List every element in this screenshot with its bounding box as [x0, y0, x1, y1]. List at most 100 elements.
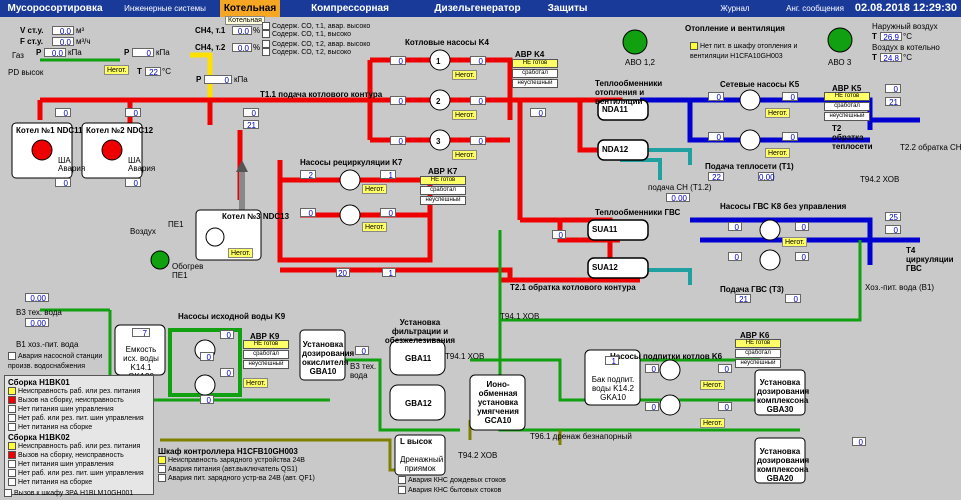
outdoor-unit: °C [903, 32, 912, 41]
k5-2-p: 0 [708, 132, 724, 142]
v-label: V ст.у. [20, 26, 44, 35]
f-unit: м³/ч [76, 37, 91, 46]
k4-pump3-pout: 0 [470, 136, 486, 146]
oxidizer-label: Установка дозирования окислителя GBA10 [302, 340, 355, 376]
k4-pump2-icon[interactable]: 2 [436, 97, 441, 106]
boiler1-alarm: Авария [58, 164, 86, 173]
heat-supply-t: 22 [708, 172, 724, 182]
h1bk01-item-2: Вызов на сборку, неисправность [8, 396, 124, 406]
recirc-2-status: Негот. [362, 222, 388, 232]
hex-a: NDA11 [602, 105, 628, 114]
tab-engineering[interactable]: Инженерные системы [124, 4, 206, 13]
gvs-ex-pct: 0 [552, 230, 566, 240]
k4-pump3-status: Негот. [452, 150, 478, 160]
k4-valve-pct: 0 [530, 108, 546, 118]
ch4-1-unit: % [253, 26, 261, 35]
filter-b: GBA12 [405, 399, 432, 408]
tab-boiler[interactable]: Котельная [220, 0, 280, 17]
gvs-label: Подача ГВС (T3) [720, 285, 784, 294]
boiler3-t: 21 [243, 120, 259, 130]
k8-2-pout: 0 [795, 252, 809, 262]
complexon-20-f: 0 [852, 437, 866, 447]
boiler1-sha: ША [58, 156, 71, 165]
f-value: 0.0 [52, 37, 74, 47]
recirc-1-pout: 1 [380, 170, 396, 180]
gas-p-value: 0 [132, 48, 154, 58]
tab-protections[interactable]: Защиты [547, 3, 588, 14]
controller-item-2: Авария питания (авт.выключатель QS1) [158, 465, 297, 475]
boiler3-status: Негот. [228, 248, 254, 258]
h1bk02-item-5: Нет питания на сборке [8, 478, 92, 488]
k4-pump2-p: 0 [390, 96, 406, 106]
k4-pump3-icon[interactable]: 3 [436, 137, 441, 146]
tab-diesel[interactable]: Дизельгенератор [434, 3, 521, 14]
t94-2b-label: T94.2 ХОВ [458, 451, 498, 460]
co-check-2: Содерж. CO, т.1, высоко [262, 30, 351, 40]
k4-pump2-status: Негот. [452, 110, 478, 120]
supply-label: T1.1 подача котлового контура [260, 90, 383, 99]
vent-title: Отопление и вентиляция [685, 24, 785, 33]
main-p-value: 0 [204, 75, 232, 85]
h1bk02-title: Сборка H1BK02 [8, 433, 70, 442]
controller-item-3: Авария пит. зарядного устр-ва 24В (авт. … [158, 474, 315, 484]
archive-button[interactable]: Анг. сообщения [786, 4, 844, 13]
return-label: T2.1 обратка котлового контура [510, 283, 636, 292]
k9-avr: АВР K9 [250, 332, 280, 341]
tab-musorosortirovka[interactable]: Мусоросортировка [7, 3, 103, 14]
k8-1-pout: 0 [795, 222, 809, 232]
recirc-1-p: 2 [300, 170, 316, 180]
tooltip: Котельная [225, 16, 265, 25]
k4-pump1-p: 0 [390, 56, 406, 66]
boiler1-name[interactable]: Котел №1 NDC11 [16, 126, 83, 135]
boiler2-name[interactable]: Котел №2 NDC12 [86, 126, 154, 135]
t4-t: 25 [885, 212, 901, 222]
avo3-label: АВО 3 [828, 58, 852, 67]
recirc-avr: АВР K7 [428, 167, 458, 176]
gvs-f: 0 [785, 294, 801, 304]
cold-water-label: Хоз.-пит. вода (B1) [865, 283, 935, 292]
gas-t-letter: T [137, 67, 142, 76]
k6-tank-label: Бак подпит. воды K14.2 GKA10 [591, 375, 635, 402]
boiler3-p: 0 [243, 108, 259, 118]
ch4-1-label: CH4, т.1 [195, 26, 226, 35]
k5-1-p: 0 [708, 92, 724, 102]
gvs-ex-a: SUA11 [592, 225, 618, 234]
boiler3-name[interactable]: Котел №3 NDC13 [222, 212, 290, 221]
k5-out-t: 21 [885, 97, 901, 107]
k5-avr: АВР K5 [832, 84, 862, 93]
k5-2-status: Негот. [765, 148, 791, 158]
h1bk01-item-4: Нет раб. или рез. пит. шин управления [8, 414, 144, 424]
k6-2-status: Негот. [700, 418, 726, 428]
k4-pump3-p: 0 [390, 136, 406, 146]
h1bk02-item-4: Нет раб. или рез. пит. шин управления [8, 469, 144, 479]
v-value: 0.0 [52, 26, 74, 36]
boiler-air-unit: °C [903, 53, 912, 62]
k8-title: Насосы ГВС K8 без управления [720, 202, 847, 211]
k5-out-p: 0 [885, 84, 901, 94]
vent-note: Нет пит. в шкафу отопления и вентиляции … [690, 42, 798, 60]
co-check-4: Содерж. CO, т.2, высоко [262, 48, 351, 58]
avo12-label: АВО 1,2 [625, 58, 655, 67]
k4-pump1-icon[interactable]: 1 [436, 57, 441, 66]
boiler-air-value: 24.8 [880, 53, 902, 63]
b3-label: B3 тех. вода [16, 308, 62, 317]
k6-title: Насосы подпитки котлов K6 [610, 352, 723, 361]
boiler2-t: 0 [125, 178, 141, 188]
t4-label: T4 циркуляции ГВС [906, 246, 954, 273]
journal-button[interactable]: Журнал [720, 4, 750, 13]
kns-1: Авария КНС дождевых стоков [398, 476, 506, 486]
pump-alarm: Авария насосной станции произв. водоснаб… [8, 352, 103, 370]
outdoor-label: Наружный воздух [872, 22, 938, 31]
call-3pa: Вызов к шкафу 3РА H1BLM10GH001 [4, 489, 133, 499]
tab-compressor[interactable]: Компрессорная [311, 3, 389, 14]
outdoor-value: 26.9 [880, 32, 902, 42]
f-label: F ст.у. [20, 37, 43, 46]
b1-f: 0.00 [25, 318, 49, 328]
gvs-ex-title: Теплообменники ГВС [595, 208, 681, 217]
ch4-1-value: 0.0 [232, 26, 252, 36]
ch4-2-label: CH4, т.2 [195, 43, 226, 52]
t4-f: 0 [885, 225, 901, 235]
boiler-air-label: Воздух в котельно [872, 43, 940, 52]
p-label: P [36, 48, 42, 57]
